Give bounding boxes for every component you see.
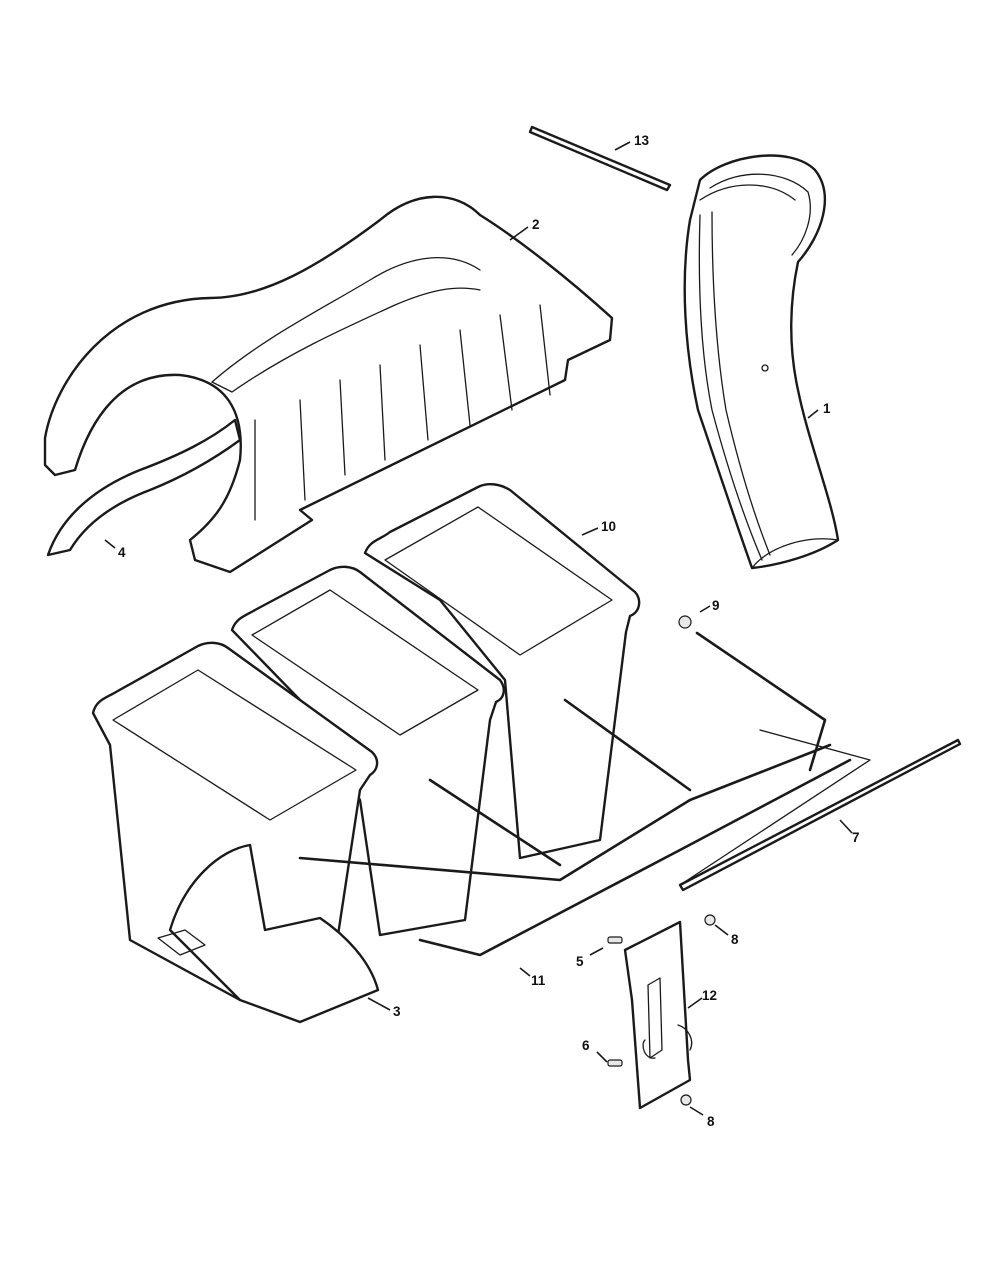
callout-8-lower: 8 bbox=[707, 1114, 715, 1129]
part-1-discharge-chute bbox=[683, 154, 840, 570]
part-8-nut-lower bbox=[680, 1094, 692, 1106]
callout-labels: 13 2 1 4 10 9 7 8 5 11 3 12 6 8 bbox=[118, 133, 860, 1129]
callout-5: 5 bbox=[576, 954, 584, 969]
part-6-bolt bbox=[607, 1059, 623, 1067]
callout-2: 2 bbox=[532, 217, 540, 232]
callout-4: 4 bbox=[118, 545, 126, 560]
callout-7: 7 bbox=[852, 830, 860, 845]
callout-13: 13 bbox=[634, 133, 650, 148]
callout-9: 9 bbox=[712, 598, 720, 613]
callout-6: 6 bbox=[582, 1038, 590, 1053]
callout-11: 11 bbox=[531, 973, 546, 988]
part-10-bags bbox=[91, 482, 641, 1024]
callout-3: 3 bbox=[393, 1004, 401, 1019]
callout-10: 10 bbox=[601, 519, 616, 534]
part-12-bracket bbox=[623, 920, 693, 1110]
part-7-rod bbox=[678, 729, 962, 892]
callout-1: 1 bbox=[823, 401, 831, 416]
callout-8-upper: 8 bbox=[731, 932, 739, 947]
part-13-rod bbox=[528, 125, 672, 192]
part-8-nut-upper bbox=[704, 914, 716, 926]
part-4-flap bbox=[46, 418, 242, 557]
part-9-nut bbox=[678, 615, 692, 629]
part-2-bagger-cover bbox=[43, 195, 614, 574]
leader-lines bbox=[104, 141, 853, 1116]
part-11-frame bbox=[298, 631, 852, 957]
part-5-bolt bbox=[607, 936, 623, 944]
callout-12: 12 bbox=[702, 988, 717, 1003]
hardware bbox=[607, 615, 716, 1106]
